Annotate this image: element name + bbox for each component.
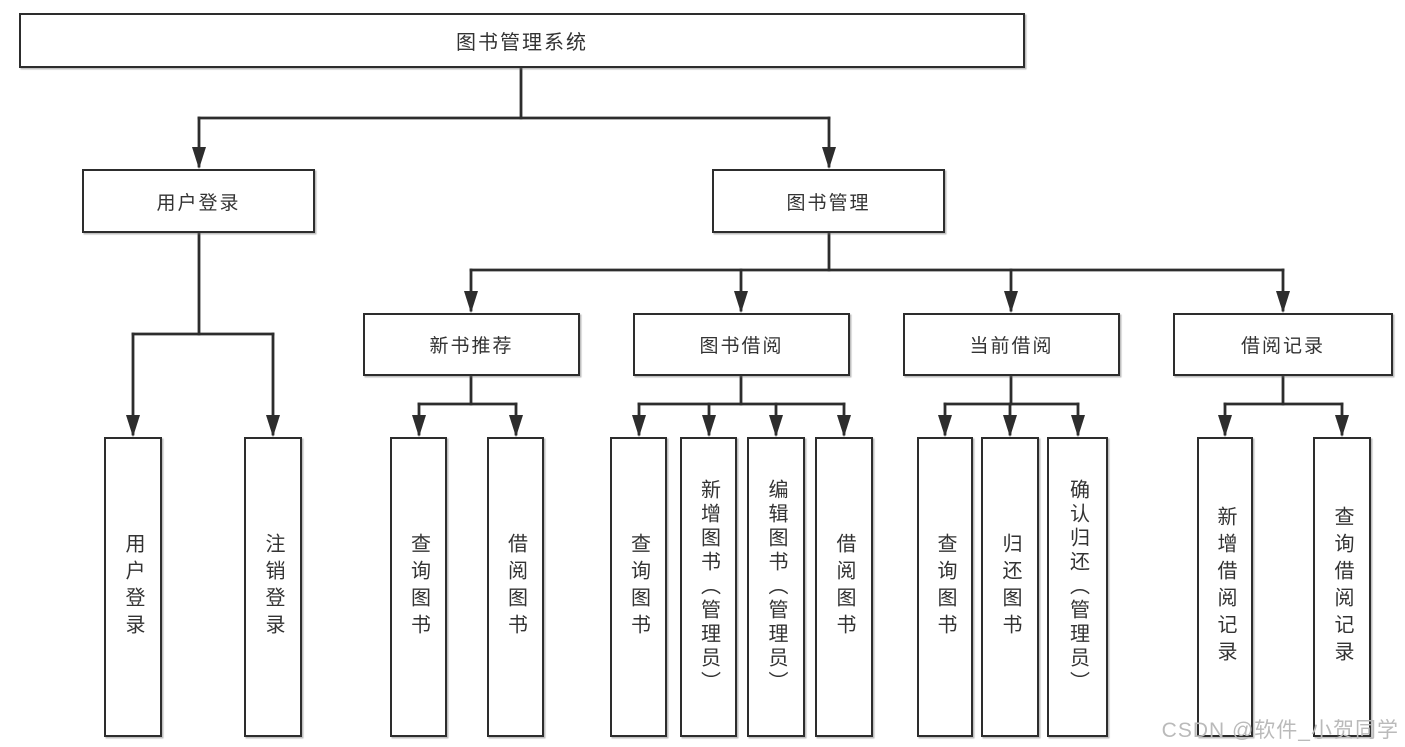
- node-book-management: 图书管理: [712, 169, 945, 233]
- node-label: 用户登录: [156, 192, 241, 214]
- leaf-edit-book-admin: 编辑图书（管理员）: [747, 437, 805, 737]
- node-label: 图书借阅: [699, 336, 784, 357]
- leaf-add-book-admin: 新增图书（管理员）: [680, 437, 737, 737]
- node-label: 编辑图书（管理员）: [765, 479, 787, 695]
- node-label: 借阅图书: [833, 533, 855, 641]
- node-label: 当前借阅: [969, 336, 1054, 357]
- leaf-query-borrow-record: 查询借阅记录: [1313, 437, 1371, 737]
- node-library-management-system: 图书管理系统: [19, 13, 1025, 68]
- leaf-borrow-books-1: 借阅图书: [487, 437, 544, 737]
- node-book-borrowing: 图书借阅: [633, 313, 850, 376]
- node-label: 查询图书: [934, 533, 956, 641]
- node-label: 新书推荐: [429, 336, 514, 357]
- leaf-query-books-3: 查询图书: [917, 437, 973, 737]
- node-label: 借阅记录: [1240, 336, 1325, 357]
- node-label: 新增借阅记录: [1214, 506, 1236, 668]
- node-label: 查询借阅记录: [1331, 506, 1353, 668]
- node-current-borrowing: 当前借阅: [903, 313, 1120, 376]
- node-label: 注销登录: [262, 533, 284, 641]
- node-label: 用户登录: [122, 533, 144, 641]
- node-label: 查询图书: [627, 533, 650, 641]
- node-label: 借阅图书: [504, 533, 527, 641]
- node-label: 归还图书: [999, 533, 1021, 641]
- leaf-confirm-return-admin: 确认归还（管理员）: [1047, 437, 1108, 737]
- leaf-logout: 注销登录: [244, 437, 302, 737]
- node-label: 查询图书: [407, 533, 430, 641]
- node-label: 新增图书（管理员）: [697, 479, 720, 695]
- node-new-book-recommend: 新书推荐: [363, 313, 580, 376]
- node-label: 确认归还（管理员）: [1066, 479, 1089, 695]
- node-borrowing-records: 借阅记录: [1173, 313, 1393, 376]
- leaf-borrow-books-2: 借阅图书: [815, 437, 873, 737]
- leaf-return-books: 归还图书: [981, 437, 1039, 737]
- node-label: 图书管理: [786, 192, 871, 214]
- node-user-login: 用户登录: [82, 169, 315, 233]
- leaf-query-books-1: 查询图书: [390, 437, 447, 737]
- leaf-add-borrow-record: 新增借阅记录: [1197, 437, 1253, 737]
- node-label: 图书管理系统: [456, 32, 588, 54]
- leaf-user-login: 用户登录: [104, 437, 162, 737]
- leaf-query-books-2: 查询图书: [610, 437, 667, 737]
